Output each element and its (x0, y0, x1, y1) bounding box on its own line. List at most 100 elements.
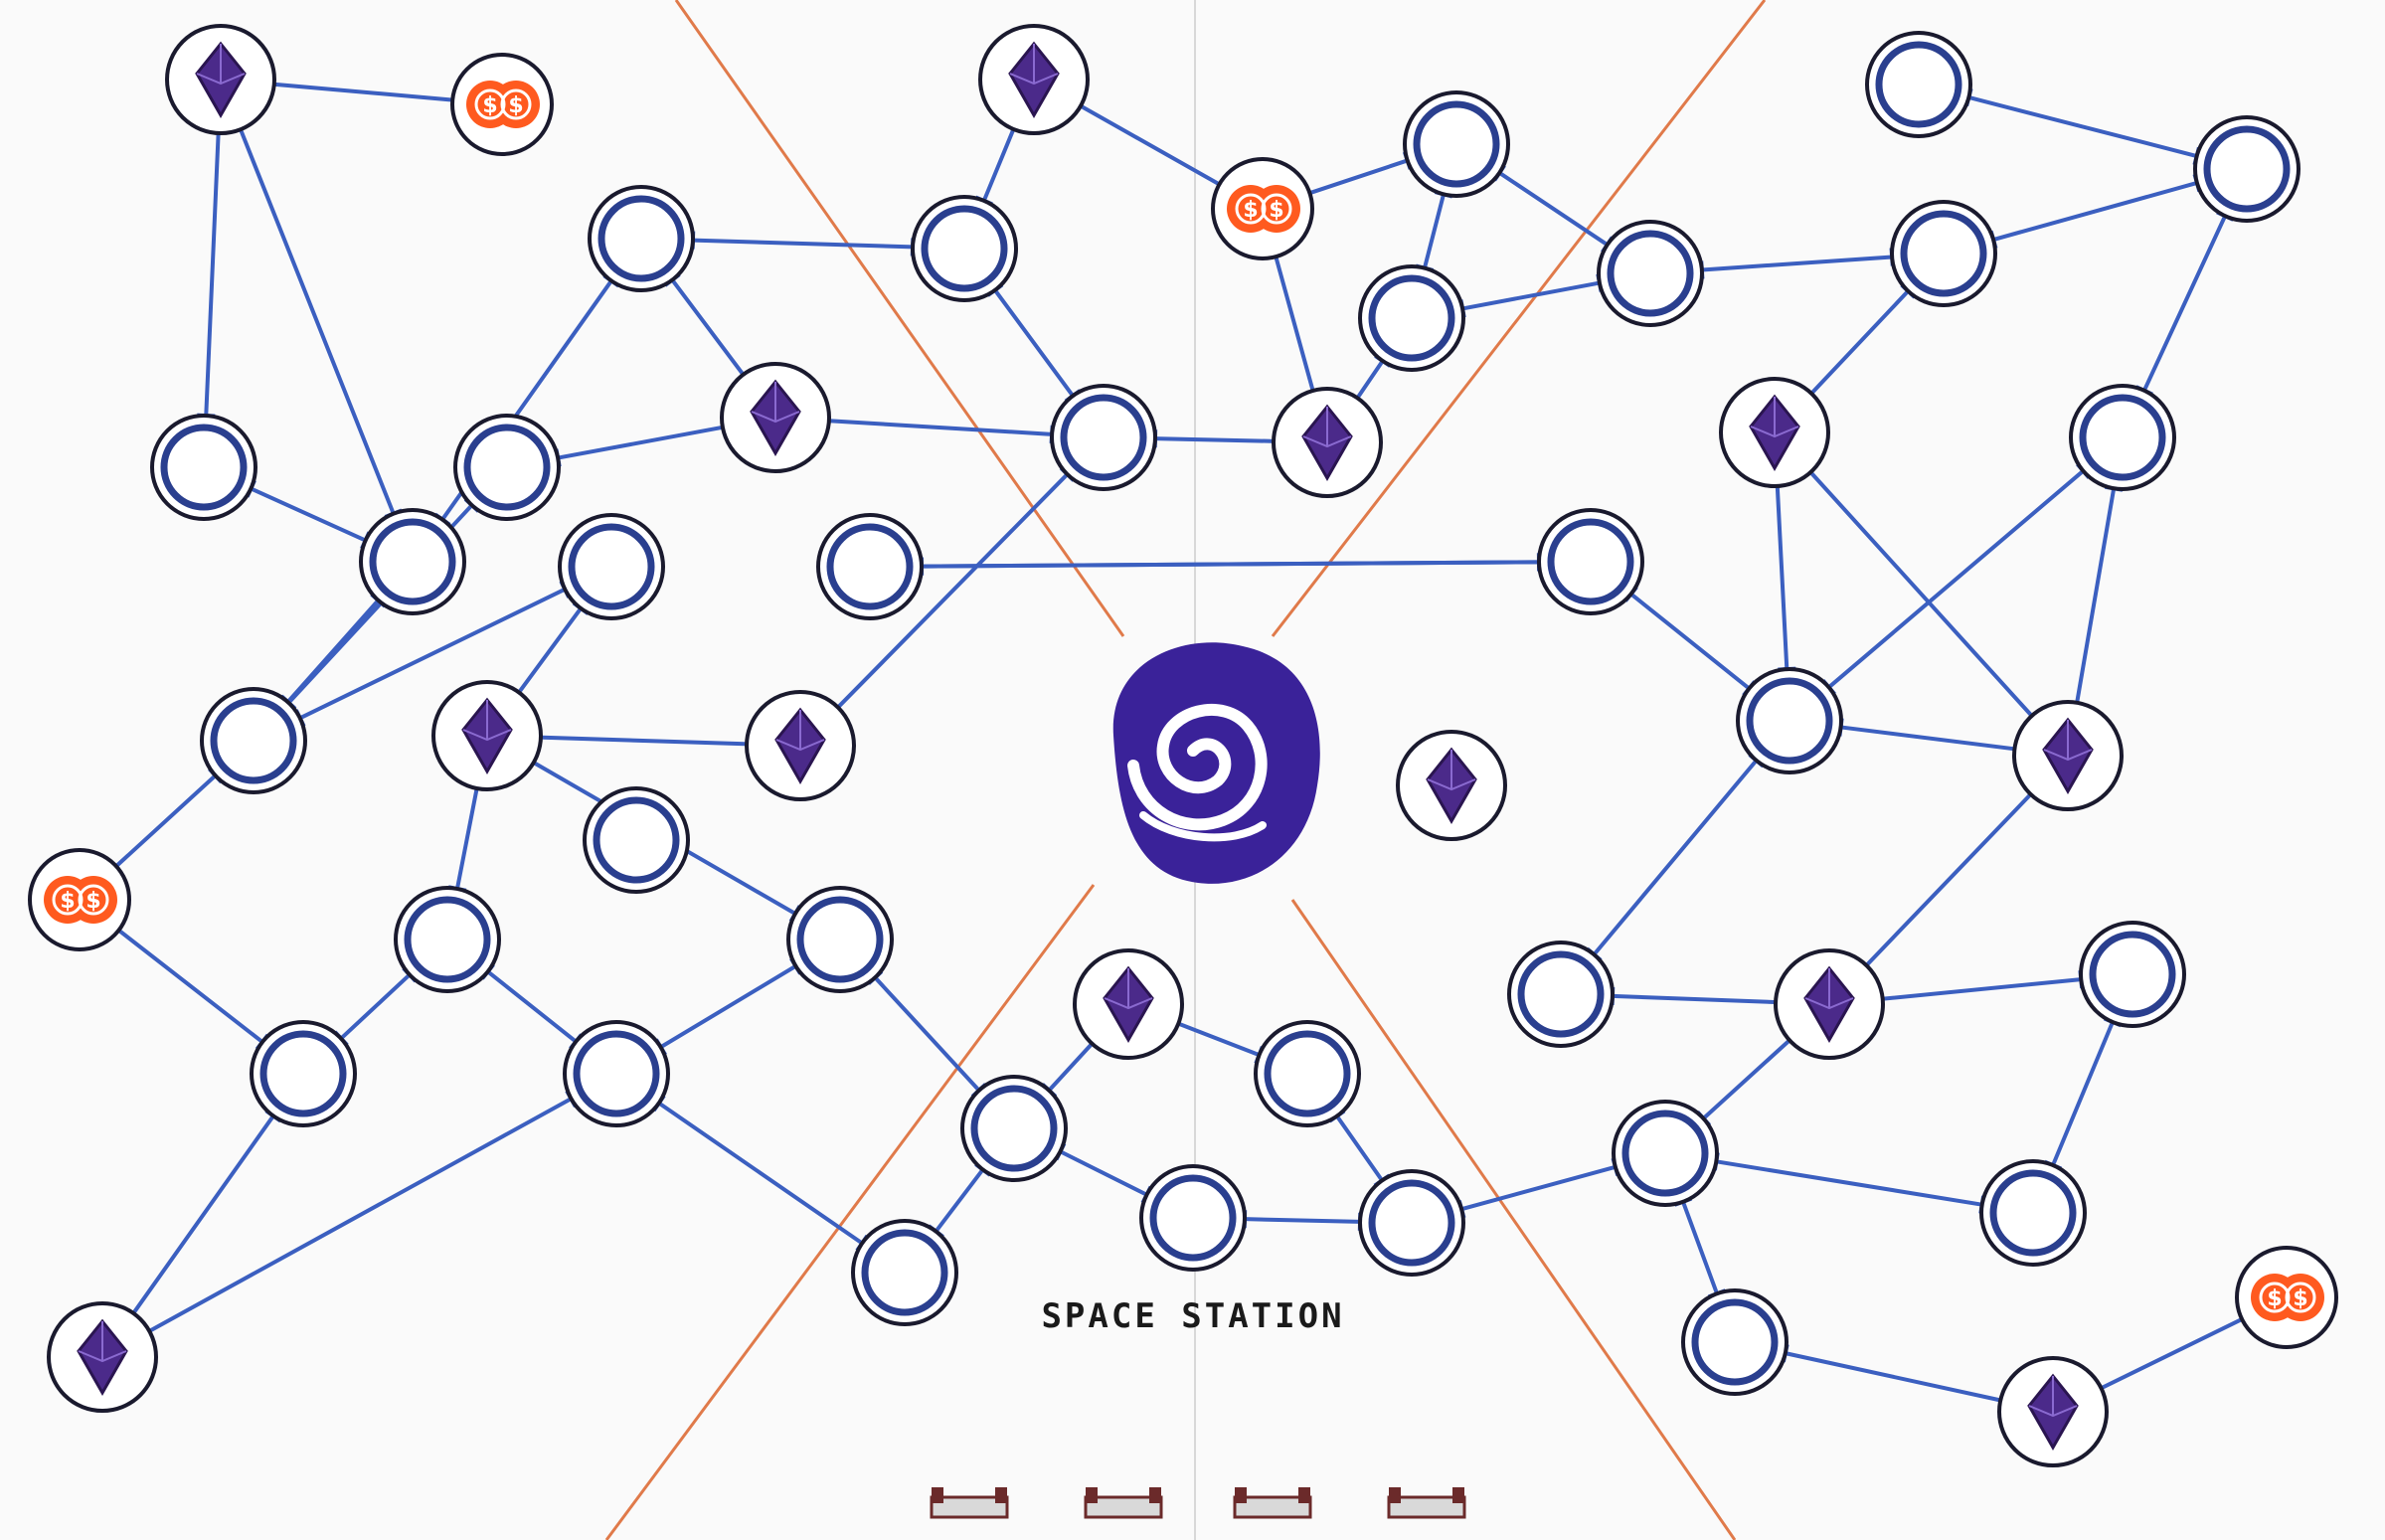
empty-location[interactable] (2193, 115, 2300, 223)
crystal-icon (750, 379, 801, 457)
location-outline (359, 508, 466, 615)
coin-right (1253, 185, 1300, 233)
route-line (1610, 993, 1781, 1005)
crystal-location[interactable] (1073, 948, 1184, 1060)
crystal-location[interactable] (1396, 730, 1507, 841)
location-ring (1875, 41, 1962, 128)
component-tray[interactable] (1387, 1487, 1466, 1519)
crystal-location[interactable] (978, 24, 1090, 135)
route-line (1592, 758, 1759, 957)
component-tray[interactable] (930, 1487, 1009, 1519)
empty-location[interactable] (1612, 1100, 1719, 1207)
empty-location[interactable] (1403, 90, 1510, 198)
location-outline (453, 414, 561, 521)
location-outline (1358, 1169, 1465, 1277)
coin-location[interactable]: $$ (450, 53, 554, 156)
coin-symbol: $ (1269, 198, 1283, 223)
route-line (670, 277, 747, 379)
empty-location[interactable] (359, 508, 466, 615)
route-line (919, 560, 1542, 569)
route-line (1699, 255, 1895, 272)
location-outline (2079, 921, 2186, 1028)
location-ring (463, 424, 551, 511)
empty-location[interactable] (1890, 200, 1997, 307)
empty-location[interactable] (1681, 1288, 1789, 1396)
crystal-location[interactable] (165, 24, 276, 135)
empty-location[interactable] (1865, 31, 1972, 138)
empty-location[interactable] (583, 786, 690, 894)
empty-location[interactable] (2079, 921, 2186, 1028)
coin-rim (500, 88, 532, 120)
tray-body (1084, 1495, 1163, 1519)
route-line (1806, 468, 2036, 720)
location-outline (911, 195, 1018, 302)
tray-body (1387, 1495, 1466, 1519)
empty-location[interactable] (816, 513, 924, 620)
empty-location[interactable] (1537, 508, 1644, 615)
crystal-location[interactable] (1272, 387, 1383, 498)
crystal-location[interactable] (1997, 1356, 2109, 1467)
empty-location[interactable] (1507, 941, 1615, 1048)
empty-location[interactable] (1979, 1159, 2087, 1267)
route-line (1966, 94, 2199, 159)
empty-location[interactable] (1597, 220, 1704, 327)
location-ring (1691, 1298, 1779, 1386)
empty-location[interactable] (786, 886, 894, 993)
empty-location[interactable] (1139, 1164, 1247, 1272)
crystal-location[interactable] (1774, 948, 1885, 1060)
location-ring (1413, 100, 1500, 188)
crystal-location[interactable] (47, 1301, 158, 1413)
location-outline (1050, 384, 1157, 491)
empty-location[interactable] (911, 195, 1018, 302)
empty-location[interactable] (851, 1219, 958, 1326)
route-line (1680, 1199, 1720, 1296)
location-outline (1597, 220, 1704, 327)
empty-location[interactable] (960, 1075, 1068, 1182)
empty-location[interactable] (1736, 667, 1843, 774)
location-outline (583, 786, 690, 894)
component-tray[interactable] (1233, 1487, 1312, 1519)
route-line (536, 735, 752, 747)
route-line (2051, 1020, 2115, 1167)
location-outline (816, 513, 924, 620)
crystal-location[interactable] (431, 680, 543, 791)
location-ring (1746, 677, 1833, 765)
crystal-location[interactable] (2012, 700, 2124, 811)
coin-location[interactable]: $$ (1211, 157, 1314, 260)
empty-location[interactable] (150, 414, 257, 521)
empty-location[interactable] (1254, 1020, 1361, 1127)
empty-location[interactable] (394, 886, 501, 993)
coin-rim (78, 884, 109, 916)
route-line (1152, 436, 1278, 443)
route-line (130, 1113, 275, 1317)
crystal-icon (774, 707, 826, 785)
coin-rim (2285, 1282, 2316, 1313)
location-ring (826, 523, 914, 610)
coin-location[interactable]: $$ (2235, 1246, 2338, 1349)
route-line (297, 587, 568, 721)
empty-location[interactable] (2069, 384, 2176, 491)
empty-location[interactable] (1358, 264, 1465, 372)
coin-icon: $$ (44, 876, 117, 924)
empty-location[interactable] (250, 1020, 357, 1127)
empty-location[interactable] (588, 185, 695, 292)
empty-location[interactable] (453, 414, 561, 521)
location-outline (1612, 1100, 1719, 1207)
coin-location[interactable]: $$ (28, 848, 131, 951)
coin-rim (52, 884, 84, 916)
component-tray[interactable] (1084, 1487, 1163, 1519)
route-line (1058, 1149, 1149, 1197)
coin-symbol: $ (482, 93, 497, 118)
crystal-location[interactable] (720, 362, 831, 473)
empty-location[interactable] (200, 687, 307, 794)
empty-location[interactable] (1358, 1169, 1465, 1277)
crystal-location[interactable] (1719, 377, 1830, 488)
empty-location[interactable] (563, 1020, 670, 1127)
empty-location[interactable] (1050, 384, 1157, 491)
empty-location[interactable] (558, 513, 665, 620)
crystal-location[interactable] (745, 690, 856, 801)
route-line (339, 972, 412, 1041)
locations: $$$$$$$$ (28, 24, 2338, 1467)
route-line (934, 1167, 985, 1234)
location-outline (558, 513, 665, 620)
